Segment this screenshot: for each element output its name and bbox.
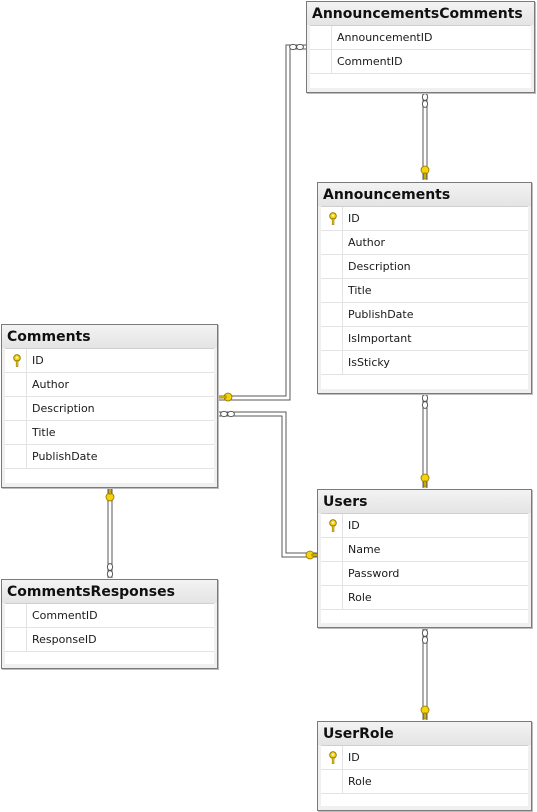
column-name: Role: [348, 775, 372, 788]
column-row[interactable]: AnnouncementID: [310, 26, 531, 50]
primary-key-icon: [13, 354, 21, 367]
column-grid: ID Name Password Role: [321, 513, 528, 623]
column-name: ID: [348, 519, 360, 532]
column-name: Title: [32, 426, 56, 439]
key-icon: [420, 165, 430, 180]
column-name: CommentID: [32, 609, 98, 622]
column-name: Title: [348, 284, 372, 297]
key-icon: [420, 473, 430, 488]
column-grid: AnnouncementID CommentID: [310, 25, 531, 88]
column-name: ID: [348, 751, 360, 764]
column-name: ID: [32, 354, 44, 367]
column-name: PublishDate: [348, 308, 414, 321]
column-row[interactable]: Description: [321, 255, 528, 279]
column-grid: ID Author Description Title PublishDate: [5, 348, 214, 483]
key-icon: [420, 705, 430, 720]
table-title: CommentsResponses: [2, 580, 217, 603]
column-row[interactable]: ID: [321, 207, 528, 231]
relationship-comments-users: [218, 410, 318, 558]
relationship-announcements-users: [421, 393, 429, 488]
column-name: Author: [32, 378, 70, 391]
column-row[interactable]: CommentID: [310, 50, 531, 74]
column-row[interactable]: CommentID: [5, 604, 214, 628]
table-title: UserRole: [318, 722, 531, 745]
table-announcementscomments[interactable]: AnnouncementsComments AnnouncementID Com…: [306, 1, 535, 93]
primary-key-icon: [329, 212, 337, 225]
table-title: Comments: [2, 325, 217, 348]
column-row[interactable]: Role: [321, 586, 528, 610]
column-row[interactable]: Title: [5, 421, 214, 445]
column-name: Description: [32, 402, 95, 415]
column-name: AnnouncementID: [337, 31, 433, 44]
column-row[interactable]: PublishDate: [5, 445, 214, 469]
relationship-announcementscomments-announcements: [421, 93, 429, 180]
column-name: IsImportant: [348, 332, 412, 345]
column-row[interactable]: ResponseID: [5, 628, 214, 652]
table-userrole[interactable]: UserRole ID Role: [317, 721, 532, 811]
relationship-comments-announcementscomments: [218, 43, 306, 401]
primary-key-icon: [329, 519, 337, 532]
column-name: Description: [348, 260, 411, 273]
key-icon: [105, 487, 115, 502]
key-icon: [217, 392, 233, 402]
column-name: PublishDate: [32, 450, 98, 463]
column-row[interactable]: ID: [5, 349, 214, 373]
column-row[interactable]: IsImportant: [321, 327, 528, 351]
column-row[interactable]: Author: [321, 231, 528, 255]
relationship-comments-commentsresponses: [106, 488, 114, 578]
column-row[interactable]: Password: [321, 562, 528, 586]
column-name: ID: [348, 212, 360, 225]
column-name: ResponseID: [32, 633, 97, 646]
table-users[interactable]: Users ID Name Password Role: [317, 489, 532, 628]
relationship-users-userrole: [421, 628, 429, 720]
column-row[interactable]: Description: [5, 397, 214, 421]
table-title: AnnouncementsComments: [307, 2, 534, 25]
table-title: Users: [318, 490, 531, 513]
column-row[interactable]: Role: [321, 770, 528, 794]
column-row[interactable]: PublishDate: [321, 303, 528, 327]
column-grid: CommentID ResponseID: [5, 603, 214, 664]
column-row[interactable]: IsSticky: [321, 351, 528, 375]
column-row[interactable]: Author: [5, 373, 214, 397]
column-name: Role: [348, 591, 372, 604]
column-name: IsSticky: [348, 356, 390, 369]
table-announcements[interactable]: Announcements ID Author Description Titl…: [317, 182, 532, 394]
column-row[interactable]: ID: [321, 746, 528, 770]
column-row[interactable]: Title: [321, 279, 528, 303]
column-name: Author: [348, 236, 386, 249]
column-row[interactable]: Name: [321, 538, 528, 562]
primary-key-icon: [329, 751, 337, 764]
table-comments[interactable]: Comments ID Author Description Title Pub…: [1, 324, 218, 488]
table-commentsresponses[interactable]: CommentsResponses CommentID ResponseID: [1, 579, 218, 669]
column-grid: ID Author Description Title PublishDate …: [321, 206, 528, 389]
column-name: Name: [348, 543, 381, 556]
column-name: Password: [348, 567, 400, 580]
column-grid: ID Role: [321, 745, 528, 806]
column-row[interactable]: ID: [321, 514, 528, 538]
column-name: CommentID: [337, 55, 403, 68]
table-title: Announcements: [318, 183, 531, 206]
